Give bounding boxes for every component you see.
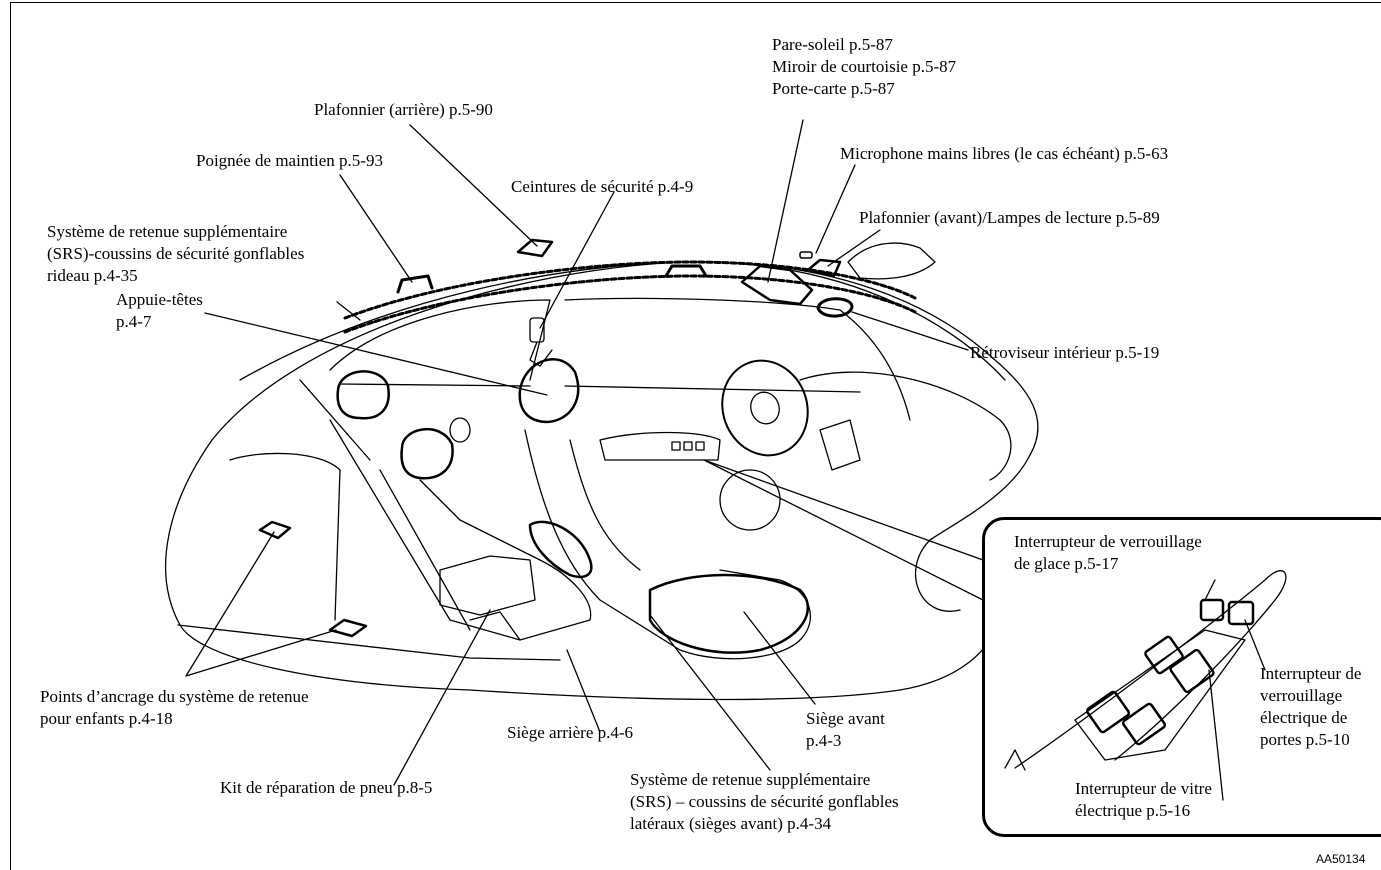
label-sun-visor: Pare-soleil p.5-87 Miroir de courtoisie … [772, 34, 956, 100]
window-switch-main [1169, 649, 1214, 693]
label-side-airbags: Système de retenue supplémentaire (SRS) … [630, 769, 899, 835]
label-power-window-switch: Interrupteur de vitre électrique p.5-16 [1075, 778, 1212, 822]
sun-visor-shape [742, 266, 812, 304]
label-tire-repair-kit: Kit de réparation de pneu p.8-5 [220, 777, 432, 799]
label-curtain-airbags: Système de retenue supplémentaire (SRS)-… [47, 221, 304, 287]
label-rearview-mirror: Rétroviseur intérieur p.5-19 [970, 342, 1159, 364]
label-front-seat: Siège avant p.4-3 [806, 708, 885, 752]
label-head-restraints: Appuie-têtes p.4-7 [116, 289, 203, 333]
rear-dome-light-shape [518, 240, 552, 256]
grab-handle-rear [398, 276, 432, 292]
grab-handle-front [666, 266, 706, 276]
label-rear-dome-light: Plafonnier (arrière) p.5-90 [314, 99, 493, 121]
label-window-lock-switch: Interrupteur de verrouillage de glace p.… [1014, 531, 1202, 575]
label-microphone: Microphone mains libres (le cas échéant)… [840, 143, 1168, 165]
car-body-outline [166, 440, 1000, 699]
label-seat-belts: Ceintures de sécurité p.4-9 [511, 176, 693, 198]
anchor-point-2 [330, 620, 366, 636]
label-front-dome-light: Plafonnier (avant)/Lampes de lecture p.5… [859, 207, 1160, 229]
label-child-anchors: Points d’ancrage du système de retenue p… [40, 686, 309, 730]
figure-code: AA50134 [1316, 852, 1365, 866]
front-dome-light-shape [808, 260, 840, 276]
label-rear-seat: Siège arrière p.4-6 [507, 722, 633, 744]
label-grab-handle: Poignée de maintien p.5-93 [196, 150, 383, 172]
curtain-airbag-dashed [345, 262, 915, 318]
label-door-lock-switch: Interrupteur de verrouillage électrique … [1260, 663, 1361, 751]
door-lock-switch [1229, 602, 1253, 624]
anchor-point-1 [260, 522, 290, 538]
